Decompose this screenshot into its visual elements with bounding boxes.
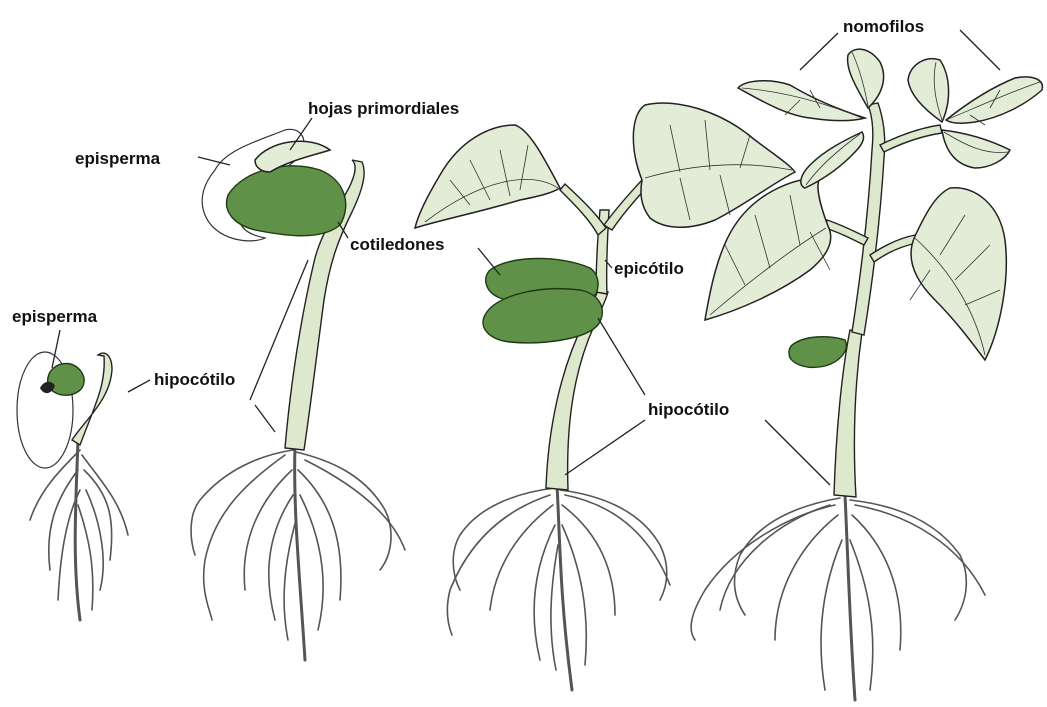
stage-4-leaf-right xyxy=(911,188,1006,360)
label-hipocotilo-shared: hipocótilo xyxy=(648,400,729,419)
stage-4-nomophyll-6 xyxy=(942,130,1010,168)
stage-1-cotyledons xyxy=(48,363,85,395)
stage-1-hypocotyl xyxy=(72,353,112,445)
leader-nomofilos-right xyxy=(960,30,1000,70)
stage-2-roots xyxy=(191,445,405,660)
label-nomofilos: nomofilos xyxy=(843,17,924,36)
label-epicotilo: epicótilo xyxy=(614,259,684,278)
label-hojas-primordiales: hojas primordiales xyxy=(308,99,459,118)
stage-2-seedling xyxy=(191,129,405,660)
label-episperma-stage1: episperma xyxy=(12,307,98,326)
stage-4-withered-cotyledon xyxy=(789,337,846,368)
leader-hipocotilo-left xyxy=(255,405,275,432)
stage-4-petiole-left xyxy=(825,220,868,245)
label-episperma-stage2: episperma xyxy=(75,149,161,168)
stage-4-nomophyll-1 xyxy=(738,81,865,121)
stage-4-nomophyll-4 xyxy=(908,59,949,122)
label-cotiledones: cotiledones xyxy=(350,235,444,254)
leader-hipocotilo-to-stage3-top xyxy=(598,318,645,395)
stage-4-nomophyll-2 xyxy=(848,49,884,108)
stage-3-roots xyxy=(447,485,670,690)
stage-4-upper-petiole xyxy=(880,125,942,152)
label-hipocotilo-stage1: hipocótilo xyxy=(154,370,235,389)
stage-4-roots xyxy=(691,495,985,700)
leader-hipocotilo-to-stage4 xyxy=(765,420,830,485)
leader-hipocotilo-stage1 xyxy=(128,380,150,392)
leader-hipocotilo-to-stage3-bottom xyxy=(565,420,645,475)
leader-nomofilos-left xyxy=(800,33,838,70)
stage-3-petiole-left xyxy=(560,184,606,235)
stage-3-leaf-left xyxy=(415,125,560,228)
leader-lines xyxy=(52,30,1000,485)
stage-1-seedling xyxy=(17,352,128,620)
